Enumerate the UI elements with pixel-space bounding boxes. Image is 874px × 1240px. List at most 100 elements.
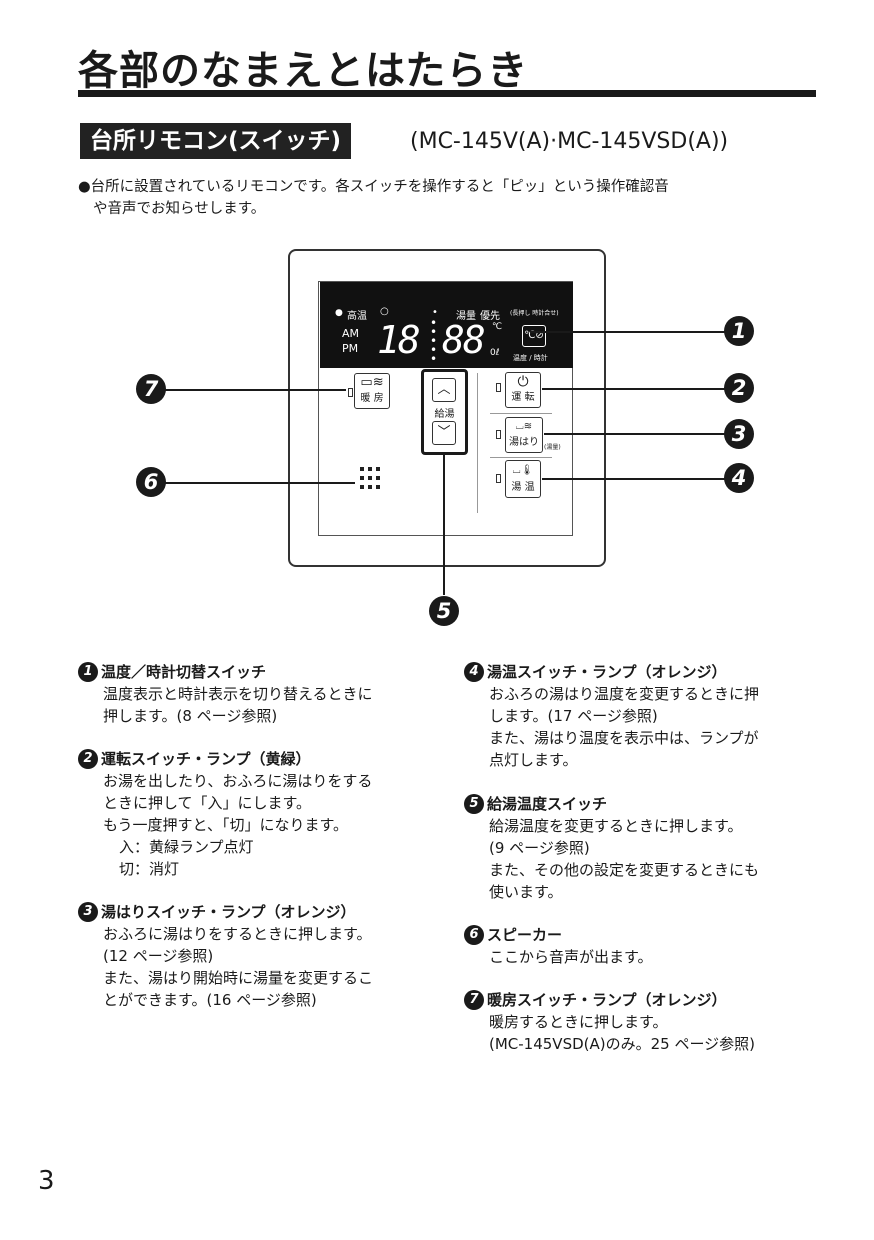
callout-line-2 xyxy=(542,388,725,390)
page-number: 3 xyxy=(38,1166,55,1196)
item-line: また、湯はり開始時に湯量を変更するこ xyxy=(103,969,374,987)
yuon-switch-button[interactable]: ⌴🌡 湯 温 xyxy=(505,460,541,498)
item-heading: 湯温スイッチ・ランプ（オレンジ） xyxy=(487,663,727,681)
item-line: 押します。(8 ページ参照) xyxy=(103,707,278,725)
callout-badge-5: 5 xyxy=(429,596,459,626)
yuhari-note: (湯量) xyxy=(544,444,561,451)
item-line: します。(17 ページ参照) xyxy=(489,707,658,725)
callout-line-6 xyxy=(165,482,355,484)
callout-badge-2: 2 xyxy=(724,373,754,403)
item-line: (MC-145VSD(A)のみ。25 ページ参照) xyxy=(489,1035,756,1053)
item-heading: 給湯温度スイッチ xyxy=(487,795,608,813)
temp-clock-switch-button[interactable]: ℃⊘ xyxy=(522,325,546,347)
page-title: 各部のなまえとはたらき xyxy=(78,48,529,94)
lcd-celsius-unit: ℃ xyxy=(492,322,503,332)
power-lamp xyxy=(496,383,501,392)
bathtub-icon: ⌴≋ xyxy=(515,421,533,432)
item-sub-line: 切：消灯 xyxy=(119,860,180,878)
lcd-pm: PM xyxy=(342,342,359,355)
item-line: 温度表示と時計表示を切り替えるときに xyxy=(103,685,373,703)
panel-divider xyxy=(477,373,478,513)
item-line: 使います。 xyxy=(489,883,563,901)
yuon-lamp xyxy=(496,474,501,483)
intro-line: や音声でお知らせします。 xyxy=(93,201,266,217)
callout-line-5 xyxy=(443,455,445,595)
lcd-priority: 優先 xyxy=(480,311,500,322)
lcd-am: AM xyxy=(342,327,360,340)
item-line: 給湯温度を変更するときに押します。 xyxy=(489,817,743,835)
item-line: おふろに湯はりをするときに押します。 xyxy=(103,925,372,943)
remote-control-panel xyxy=(318,281,573,536)
callout-badge-4: 4 xyxy=(724,463,754,493)
temp-clock-icon: ℃⊘ xyxy=(524,330,544,341)
chevron-up-icon: ︿ xyxy=(437,382,451,397)
lcd-left-digits: 18 xyxy=(377,318,421,362)
intro-line: ●台所に設置されているリモコンです。各スイッチを操作すると「ピッ」という操作確認… xyxy=(78,179,669,195)
power-switch-button[interactable]: ⏻ 運 転 xyxy=(505,372,541,408)
callout-badge-7: 7 xyxy=(136,374,166,404)
lcd-tiny-note: (長押し 時計合せ) xyxy=(510,310,559,317)
item-line: 点灯します。 xyxy=(489,751,578,769)
lcd-hot-water-amount: 湯量 xyxy=(456,311,476,322)
chevron-down-icon: ﹀ xyxy=(437,425,451,440)
item-heading: 運転スイッチ・ランプ（黄緑） xyxy=(101,750,311,768)
item-heading: 湯はりスイッチ・ランプ（オレンジ） xyxy=(101,903,356,921)
callout-badge-6: 6 xyxy=(136,467,166,497)
yuon-label: 湯 温 xyxy=(511,482,535,493)
item-number-badge: 5 xyxy=(464,794,484,814)
callout-line-3 xyxy=(544,433,725,435)
lcd-colon: ••••• xyxy=(430,316,438,366)
lcd-temp-clock-caption: 温度 / 時計 xyxy=(513,354,548,362)
item-number-badge: 1 xyxy=(78,662,98,682)
callout-line-7 xyxy=(165,389,346,391)
item-sub-line: 入：黄緑ランプ点灯 xyxy=(119,838,254,856)
item-number-badge: 6 xyxy=(464,925,484,945)
kyuto-temp-switch-group xyxy=(421,369,468,455)
heating-lamp xyxy=(348,388,353,397)
section-label: 台所リモコン(スイッチ) xyxy=(80,123,352,159)
heating-icon: ▭≋ xyxy=(360,375,384,390)
item-line: (12 ページ参照) xyxy=(103,947,214,965)
button-divider xyxy=(490,413,552,414)
temp-down-button[interactable]: ﹀ xyxy=(432,421,456,445)
lcd-right-digits: 88 xyxy=(442,318,486,362)
item-line: また、その他の設定を変更するときにも xyxy=(489,861,760,879)
temp-up-button[interactable]: ︿ xyxy=(432,378,456,402)
item-heading: スピーカー xyxy=(487,926,563,944)
item-line: ここから音声が出ます。 xyxy=(489,948,653,966)
item-line: (9 ページ参照) xyxy=(489,839,590,857)
kyuto-label: 給湯 xyxy=(434,409,455,420)
callout-badge-1: 1 xyxy=(724,316,754,346)
item-line: お湯を出したり、おふろに湯はりをする xyxy=(103,772,373,790)
item-heading: 温度／時計切替スイッチ xyxy=(101,663,267,681)
lcd-high-temp: 高温 xyxy=(347,311,367,322)
power-icon: ⏻ xyxy=(517,374,529,390)
yuhari-switch-button[interactable]: ⌴≋ 湯はり xyxy=(505,417,543,453)
heating-label: 暖 房 xyxy=(360,393,384,404)
yuhari-label: 湯はり xyxy=(509,437,539,448)
remote-control-outer-frame xyxy=(288,249,606,567)
heating-switch-button[interactable]: ▭≋ 暖 房 xyxy=(354,373,390,409)
callout-line-4 xyxy=(542,478,725,480)
lcd-liter-unit: 0ℓ xyxy=(490,348,500,358)
callout-line-1 xyxy=(530,331,725,333)
yuhari-lamp xyxy=(496,430,501,439)
intro-text: ●台所に設置されているリモコンです。各スイッチを操作すると「ピッ」という操作確認… xyxy=(78,176,823,220)
item-line: また、湯はり温度を表示中は、ランプが xyxy=(489,729,759,747)
item-line: ときに押して「入」にします。 xyxy=(103,794,312,812)
item-number-badge: 3 xyxy=(78,902,98,922)
button-divider xyxy=(490,457,552,458)
item-number-badge: 4 xyxy=(464,662,484,682)
lcd-dot: • xyxy=(432,307,438,318)
bathtub-thermometer-icon: ⌴🌡 xyxy=(512,465,534,476)
section-model: (MC-145V(A)·MC-145VSD(A)) xyxy=(410,129,729,154)
sun-icon: ○ xyxy=(380,306,389,317)
item-number-badge: 2 xyxy=(78,749,98,769)
